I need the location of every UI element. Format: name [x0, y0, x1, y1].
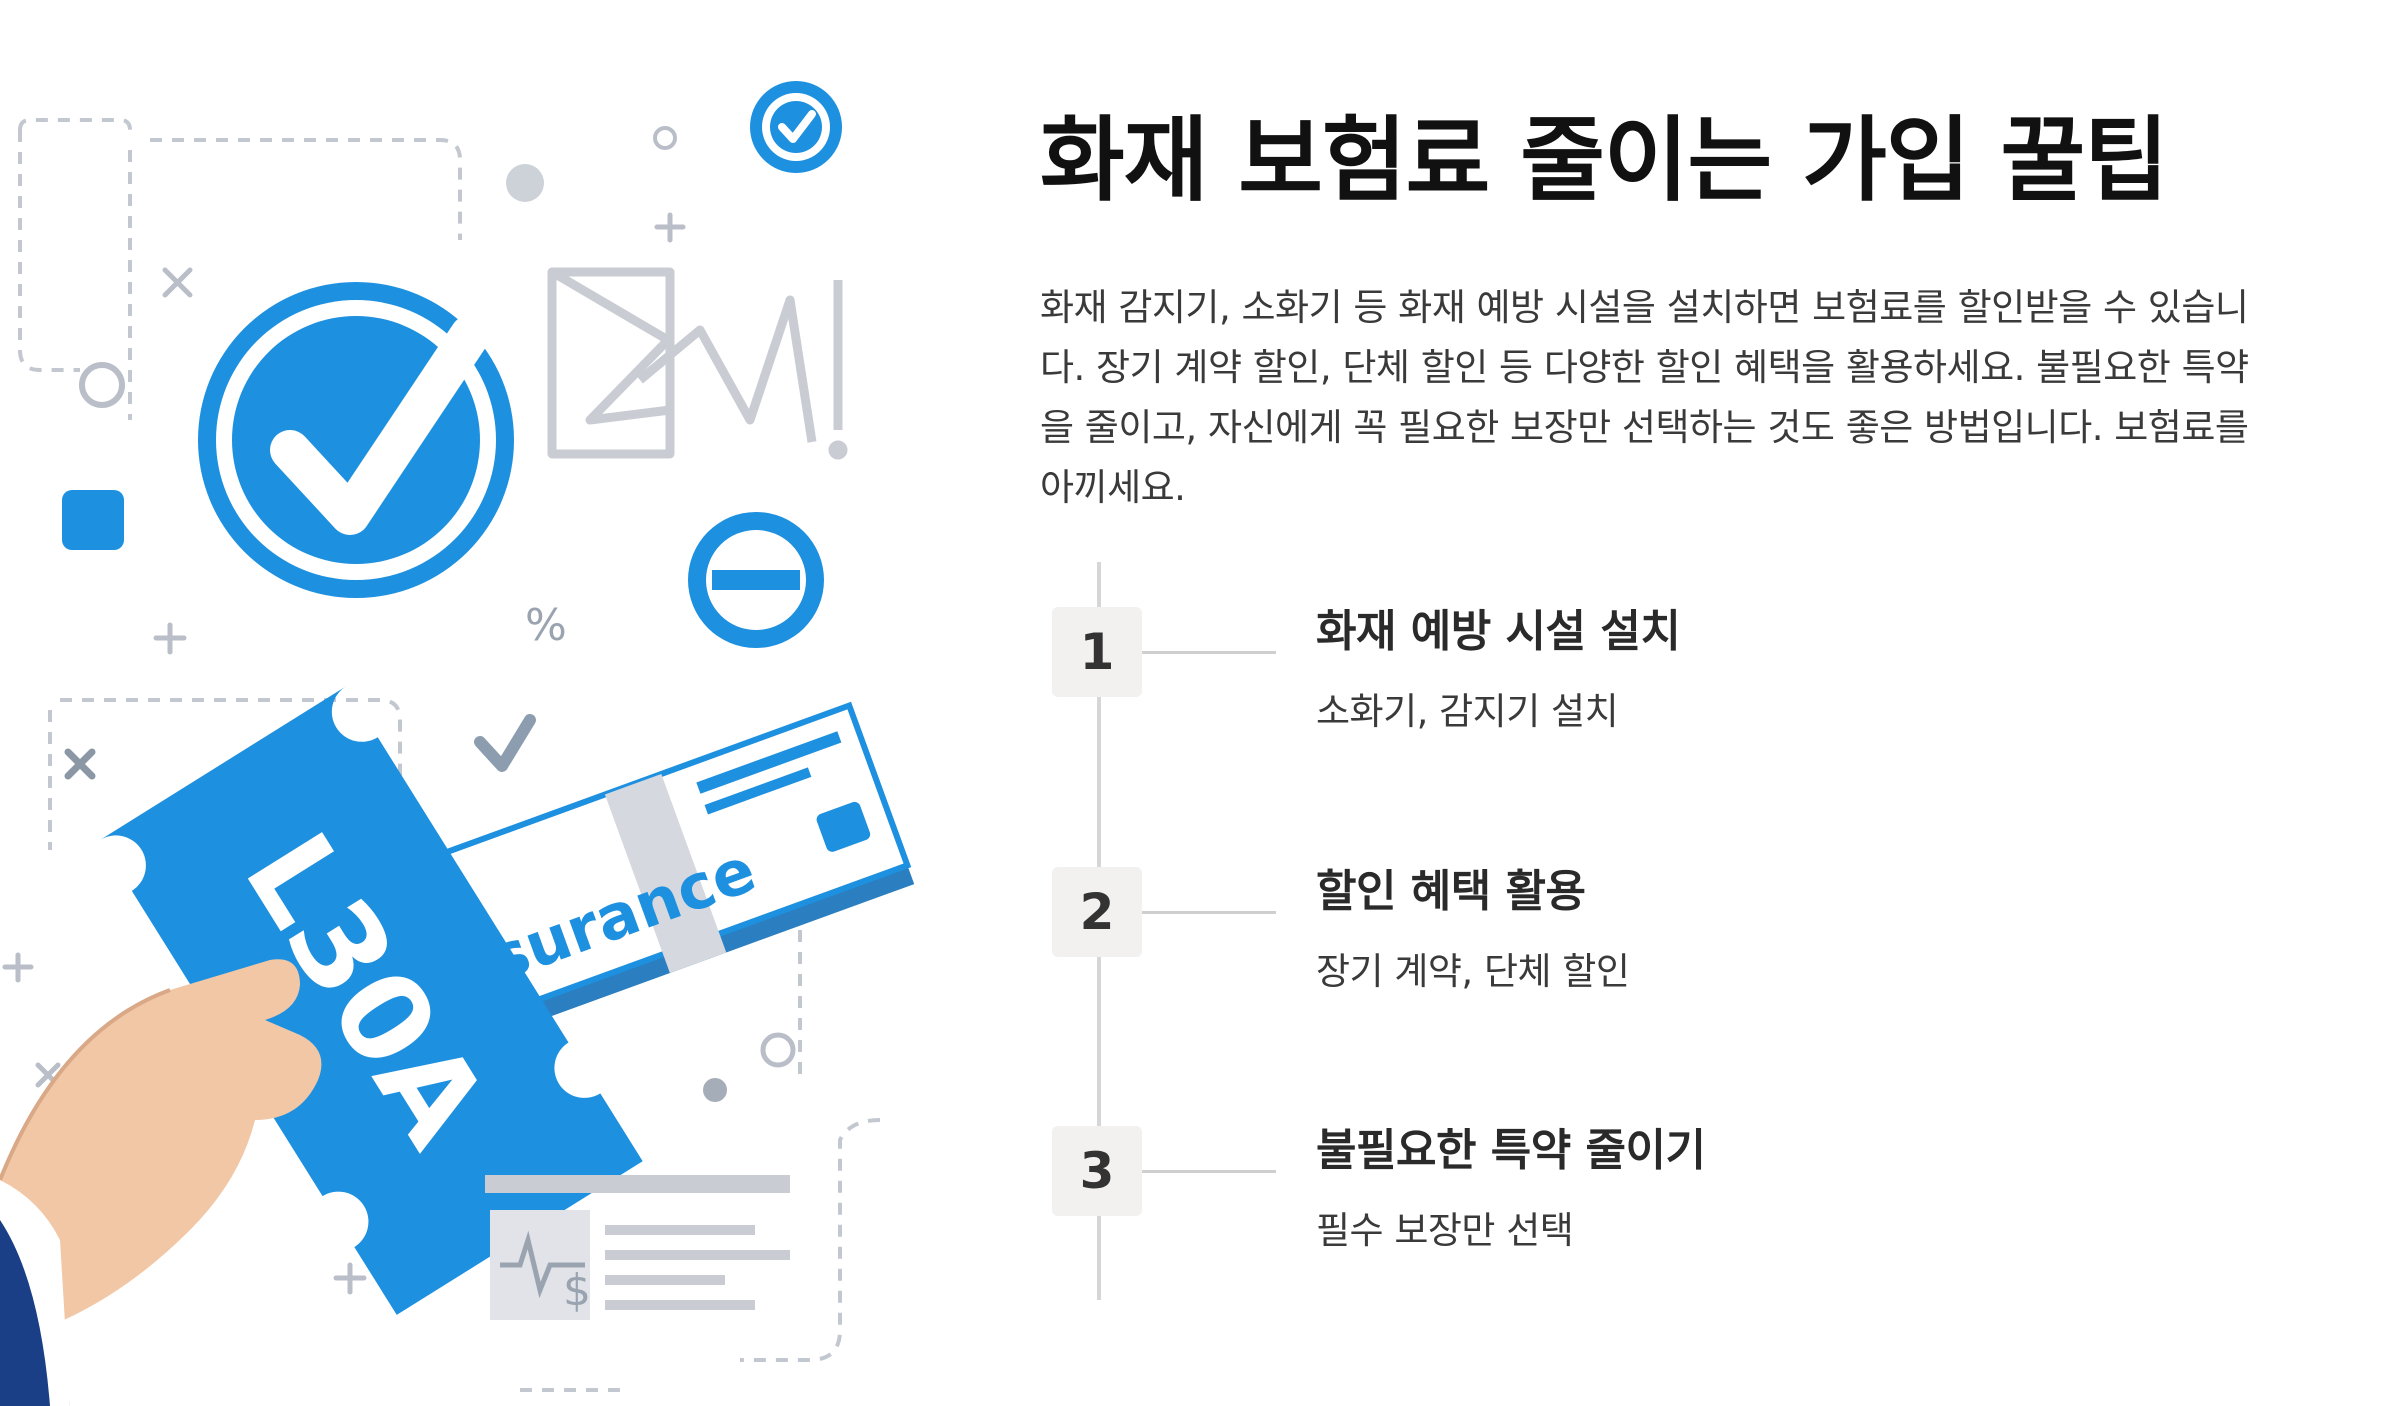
step-connector	[1142, 651, 1276, 654]
step-subtitle: 필수 보장만 선택	[1316, 1209, 1574, 1252]
blue-square-decoration	[62, 490, 124, 550]
ring-decoration-lower	[760, 1032, 796, 1068]
dollar-icon: $	[563, 1265, 591, 1316]
page-title: 화재 보험료 줄이는 가입 꿀팁	[1040, 107, 2169, 214]
step-item-2: 2 할인 혜택 활용 장기 계약, 단체 할인	[1052, 817, 2252, 997]
check-badge-small-icon	[750, 81, 842, 173]
check-badge-large-icon	[198, 282, 514, 598]
step-subtitle: 소화기, 감지기 설치	[1316, 690, 1619, 733]
step-title: 불필요한 특약 줄이기	[1316, 1125, 1706, 1176]
description-paragraph: 화재 감지기, 소화기 등 화재 예방 시설을 설치하면 보험료를 할인받을 수…	[1040, 286, 2249, 509]
step-connector	[1142, 1170, 1276, 1173]
dot-decoration	[703, 1078, 727, 1102]
step-number-badge: 1	[1052, 607, 1142, 697]
x-mark-icon	[64, 748, 96, 780]
small-ring-decoration	[653, 126, 677, 150]
minus-badge-icon	[688, 512, 824, 648]
step-item-3: 3 불필요한 특약 줄이기 필수 보장만 선택	[1052, 1076, 2252, 1256]
hand-holding-ticket	[0, 959, 322, 1406]
document-decoration: $	[485, 1175, 790, 1320]
step-item-1: 1 화재 예방 시설 설치 소화기, 감지기 설치	[1052, 557, 2252, 737]
step-subtitle: 장기 계약, 단체 할인	[1316, 950, 1630, 993]
step-number-badge: 3	[1052, 1126, 1142, 1216]
step-title: 할인 혜택 활용	[1316, 866, 1586, 917]
insurance-illustration: %	[0, 0, 940, 1406]
step-title: 화재 예방 시설 설치	[1316, 606, 1681, 657]
gray-dot-decoration	[506, 164, 544, 202]
percent-icon: %	[525, 600, 567, 651]
checkmark-icon	[474, 714, 536, 772]
step-number-badge: 2	[1052, 867, 1142, 957]
abstract-chart-decoration	[547, 267, 848, 460]
dashed-frame-decoration	[18, 118, 881, 1392]
ring-decoration	[79, 362, 125, 408]
step-connector	[1142, 911, 1276, 914]
